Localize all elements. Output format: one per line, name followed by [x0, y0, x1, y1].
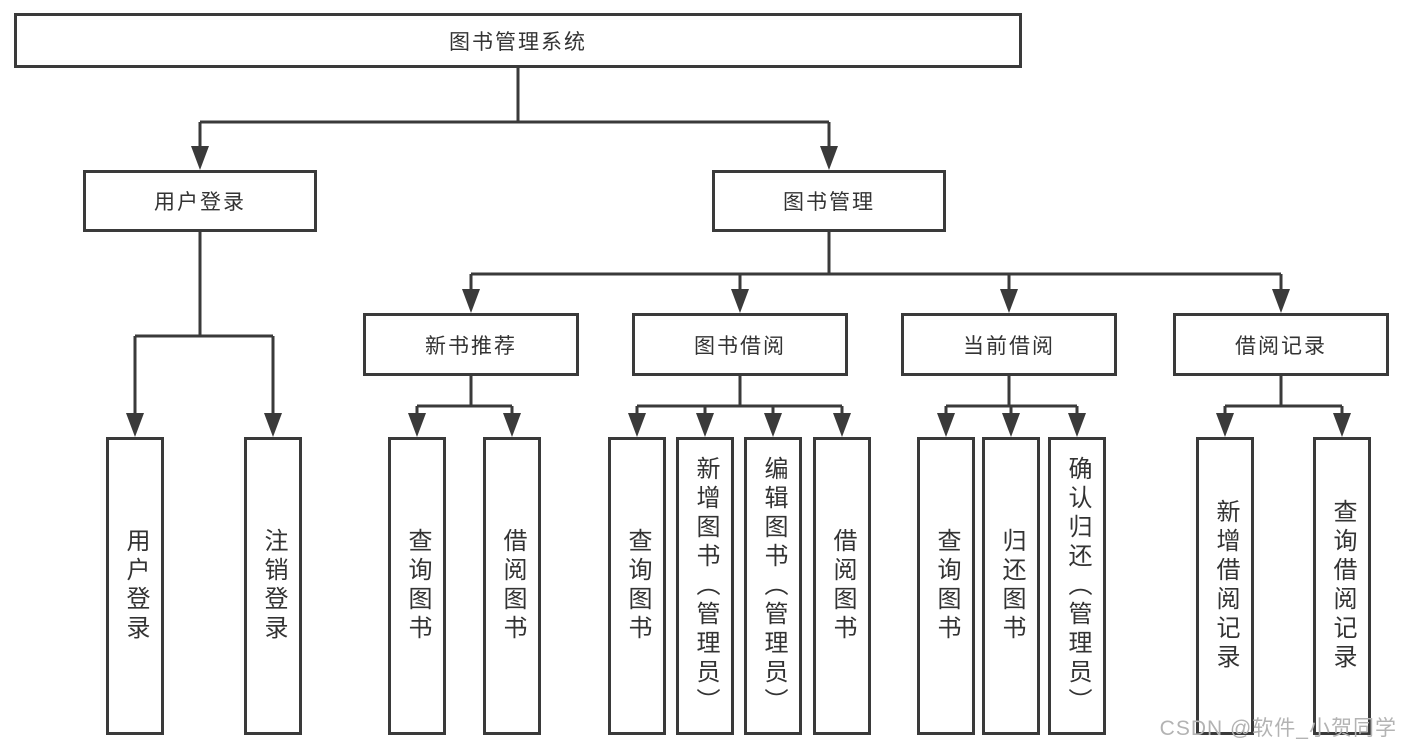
node-leaf-recommend-borrow-books: 借阅图书	[483, 437, 541, 735]
node-leaf-logout: 注销登录	[244, 437, 302, 735]
node-user-login: 用户登录	[83, 170, 317, 232]
node-book-borrowing: 图书借阅	[632, 313, 848, 376]
node-current-borrowing: 当前借阅	[901, 313, 1117, 376]
node-leaf-recommend-borrow-books-label: 借阅图书	[499, 528, 526, 644]
node-leaf-borrow-books: 借阅图书	[813, 437, 871, 735]
node-leaf-add-borrow-record: 新增借阅记录	[1196, 437, 1254, 735]
node-leaf-user-login-label: 用户登录	[122, 528, 149, 644]
node-leaf-user-login: 用户登录	[106, 437, 164, 735]
node-leaf-return-books: 归还图书	[982, 437, 1040, 735]
node-leaf-recommend-query-books: 查询图书	[388, 437, 446, 735]
node-leaf-return-books-label: 归还图书	[998, 528, 1025, 644]
node-leaf-edit-books-admin: 编辑图书（管理员）	[744, 437, 802, 735]
connector-paths	[133, 68, 1344, 419]
node-leaf-query-borrow-record-label: 查询借阅记录	[1329, 499, 1356, 673]
node-leaf-edit-books-admin-label: 编辑图书（管理员）	[760, 455, 787, 717]
node-leaf-logout-label: 注销登录	[260, 528, 287, 644]
node-user-login-label: 用户登录	[154, 191, 246, 214]
node-new-book-recommend-label: 新书推荐	[425, 334, 517, 358]
node-book-management: 图书管理	[712, 170, 946, 232]
node-leaf-add-books-admin-label: 新增图书（管理员）	[692, 455, 719, 717]
node-leaf-current-query-books-label: 查询图书	[933, 528, 960, 644]
node-root-label: 图书管理系统	[449, 30, 587, 54]
node-leaf-current-query-books: 查询图书	[917, 437, 975, 735]
arrow-heads	[126, 146, 1351, 437]
node-book-management-label: 图书管理	[783, 191, 875, 214]
node-leaf-add-books-admin: 新增图书（管理员）	[676, 437, 734, 735]
node-current-borrowing-label: 当前借阅	[963, 334, 1055, 358]
node-leaf-borrow-query-books-label: 查询图书	[624, 528, 651, 644]
node-leaf-confirm-return-admin-label: 确认归还（管理员）	[1064, 455, 1091, 717]
node-leaf-borrow-query-books: 查询图书	[608, 437, 666, 735]
node-borrowing-records: 借阅记录	[1173, 313, 1389, 376]
node-leaf-confirm-return-admin: 确认归还（管理员）	[1048, 437, 1106, 735]
node-book-borrowing-label: 图书借阅	[694, 334, 786, 358]
node-new-book-recommend: 新书推荐	[363, 313, 579, 376]
node-root: 图书管理系统	[14, 13, 1022, 68]
node-leaf-borrow-books-label: 借阅图书	[829, 528, 856, 644]
node-leaf-add-borrow-record-label: 新增借阅记录	[1212, 499, 1239, 673]
node-leaf-query-borrow-record: 查询借阅记录	[1313, 437, 1371, 735]
csdn-watermark: CSDN @软件_小贺同学	[1159, 717, 1397, 740]
node-borrowing-records-label: 借阅记录	[1235, 334, 1327, 358]
node-leaf-recommend-query-books-label: 查询图书	[404, 528, 431, 644]
